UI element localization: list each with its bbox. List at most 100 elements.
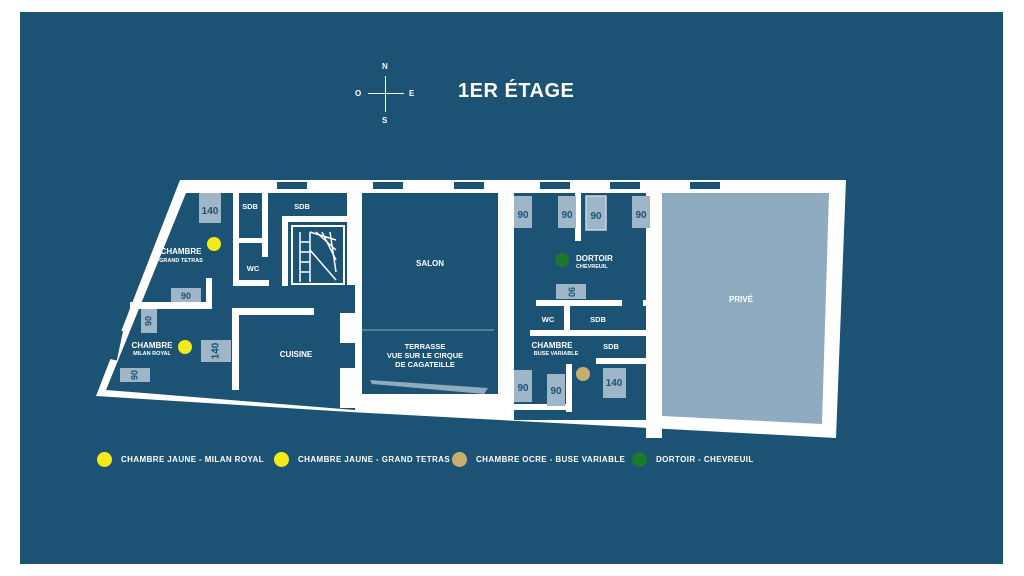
wall xyxy=(530,330,652,336)
room-label-sdb-right-upper: SDB xyxy=(590,315,606,324)
staircase-steps xyxy=(299,231,337,282)
window xyxy=(690,182,720,189)
compass-horizontal-line xyxy=(368,93,404,94)
wall xyxy=(340,313,355,343)
window xyxy=(277,182,307,189)
room-label-chambre-milan-royal: CHAMBRE xyxy=(132,341,174,350)
wall xyxy=(233,280,269,286)
room-marker-buse-variable xyxy=(576,367,590,381)
room-marker-grand-tetras xyxy=(207,237,221,251)
wall xyxy=(646,193,662,438)
window xyxy=(109,329,124,361)
wall xyxy=(566,364,572,412)
bed-size-label: 90 xyxy=(143,316,153,326)
bed-size-label: 90 xyxy=(181,291,191,301)
bed-dortoir-4: 90 xyxy=(632,196,650,228)
wall xyxy=(262,193,268,257)
room-label-terrasse: TERRASSE xyxy=(405,342,446,351)
room-label-chambre-buse-variable: CHAMBRE xyxy=(532,341,574,350)
room-label-dortoir: DORTOIR xyxy=(576,254,613,263)
bed-size-label: 140 xyxy=(606,378,623,389)
room-label-wc-right: WC xyxy=(542,315,555,324)
wall xyxy=(232,308,239,390)
terrace-ramp xyxy=(370,380,488,394)
bed-milan-single-top: 90 xyxy=(141,309,157,333)
legend-item-milan-royal: CHAMBRE JAUNE - MILAN ROYAL xyxy=(97,450,264,468)
legend-label: CHAMBRE OCRE - BUSE VARIABLE xyxy=(476,454,626,464)
bed-dortoir-5: 90 xyxy=(556,284,586,299)
legend-ochre-dot xyxy=(452,451,467,467)
window xyxy=(373,182,403,189)
bed-dortoir-1: 90 xyxy=(514,196,532,228)
bed-size-label: 90 xyxy=(635,210,647,221)
bed-size-label: 140 xyxy=(202,206,219,217)
window xyxy=(606,414,636,420)
wall xyxy=(282,216,288,286)
room-marker-dortoir xyxy=(555,253,569,267)
wall xyxy=(575,193,581,241)
prive-area xyxy=(662,193,829,424)
wall xyxy=(596,358,652,364)
legend-green-dot xyxy=(632,451,647,467)
bed-milan-double: 140 xyxy=(201,340,231,362)
room-label-sdb-stairs: SDB xyxy=(294,202,310,211)
wall xyxy=(282,216,348,222)
room-sublabel-dortoir: CHEVREUIL xyxy=(576,264,608,270)
bed-buse-single-2: 90 xyxy=(547,374,565,406)
bed-dortoir-2: 90 xyxy=(558,196,576,228)
wall xyxy=(514,404,566,410)
wall xyxy=(340,368,355,408)
legend-item-dortoir: DORTOIR - CHEVREUIL xyxy=(632,450,754,468)
room-label-sdb-left: SDB xyxy=(242,202,258,211)
compass-vertical-line xyxy=(385,76,386,112)
legend-yellow-dot xyxy=(97,451,112,467)
bed-size-label: 90 xyxy=(517,383,529,394)
legend-label: DORTOIR - CHEVREUIL xyxy=(656,454,754,464)
room-label-prive: PRIVÉ xyxy=(729,295,754,304)
bed-grand-tetras-single: 90 xyxy=(171,288,201,302)
bed-dortoir-3: 90 xyxy=(585,195,607,231)
bed-grand-tetras-double: 140 xyxy=(199,193,221,223)
bed-milan-single-bottom: 90 xyxy=(120,368,150,382)
compass-east-label: E xyxy=(409,89,415,98)
legend-label: CHAMBRE JAUNE - MILAN ROYAL xyxy=(121,454,264,464)
room-label-sdb-right-lower: SDB xyxy=(603,342,619,351)
wall xyxy=(536,300,622,306)
legend-label: CHAMBRE JAUNE - GRAND TETRAS xyxy=(298,454,451,464)
legend-item-grand-tetras: CHAMBRE JAUNE - GRAND TETRAS xyxy=(274,450,450,468)
bed-size-label: 90 xyxy=(561,210,573,221)
window xyxy=(516,410,546,416)
window xyxy=(120,269,135,301)
wall xyxy=(233,238,263,243)
window xyxy=(540,182,570,189)
compass-west-label: O xyxy=(355,89,362,98)
compass-north-label: N xyxy=(382,62,388,71)
floor-right-wing xyxy=(514,193,652,420)
bed-size-label: 90 xyxy=(590,211,602,222)
room-marker-milan-royal xyxy=(178,340,192,354)
wall xyxy=(206,278,212,309)
window xyxy=(141,201,166,228)
room-label-cuisine: CUISINE xyxy=(280,350,313,359)
room-label-chambre-grand-tetras: CHAMBRE xyxy=(161,247,203,256)
room-label-wc-left: WC xyxy=(247,264,260,273)
bed-buse-double: 140 xyxy=(603,368,626,398)
floor-center xyxy=(362,193,498,394)
legend: CHAMBRE JAUNE - MILAN ROYAL CHAMBRE JAUN… xyxy=(0,450,1024,470)
room-sublabel-milan-royal: MILAN ROYAL xyxy=(133,351,171,357)
bed-size-label: 90 xyxy=(550,386,562,397)
wall xyxy=(347,193,355,285)
wall xyxy=(564,306,570,330)
bed-size-label: 90 xyxy=(129,370,139,380)
room-label-terrasse-vue: VUE SUR LE CIRQUE xyxy=(387,351,463,360)
bed-buse-single-1: 90 xyxy=(514,370,532,402)
wall xyxy=(232,308,314,315)
bed-size-label: 90 xyxy=(567,287,577,297)
room-sublabel-buse-variable: BUSE VARIABLE xyxy=(534,351,579,357)
room-sublabel-grand-tetras: GRAND TETRAS xyxy=(159,258,203,264)
room-label-salon: SALON xyxy=(416,259,444,268)
compass-south-label: S xyxy=(382,116,388,125)
bed-size-label: 90 xyxy=(517,210,529,221)
wall xyxy=(130,302,210,309)
